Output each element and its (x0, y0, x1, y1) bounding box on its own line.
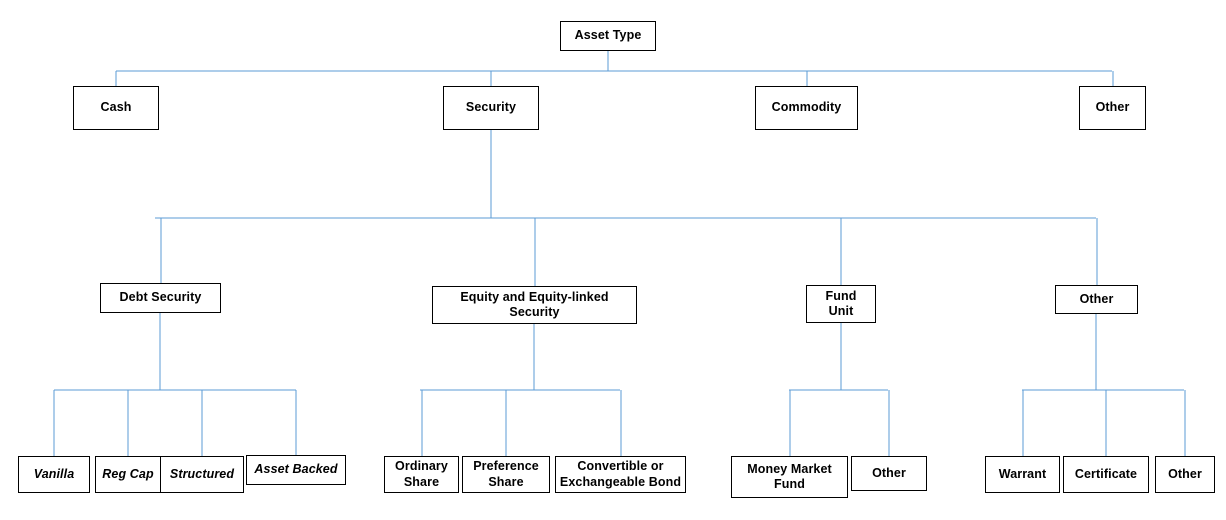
node-money-market-fund[interactable]: Money Market Fund (731, 456, 848, 498)
node-vanilla[interactable]: Vanilla (18, 456, 90, 493)
node-label: Asset Type (574, 28, 642, 43)
node-label: Preference Share (473, 459, 539, 489)
node-label: Debt Security (119, 290, 202, 305)
node-asset-backed[interactable]: Asset Backed (246, 455, 346, 485)
node-other-leaf[interactable]: Other (1155, 456, 1215, 493)
node-security[interactable]: Security (443, 86, 539, 130)
node-label: Vanilla (33, 466, 75, 481)
node-commodity[interactable]: Commodity (755, 86, 858, 130)
node-debt-security[interactable]: Debt Security (100, 283, 221, 313)
node-label: Fund Unit (825, 288, 857, 318)
node-label: Money Market Fund (747, 461, 832, 491)
node-label: Asset Backed (254, 462, 338, 477)
node-other-fund[interactable]: Other (851, 456, 927, 491)
node-reg-cap[interactable]: Reg Cap (95, 456, 161, 493)
node-label: Structured (169, 466, 235, 481)
node-fund-unit[interactable]: Fund Unit (806, 285, 876, 323)
node-label: Reg Cap (102, 466, 154, 481)
node-label: Commodity (771, 100, 842, 115)
node-label: Other (1079, 291, 1114, 306)
node-cash[interactable]: Cash (73, 86, 159, 130)
node-other-security[interactable]: Other (1055, 285, 1138, 314)
node-equity-and-equity-linked-security[interactable]: Equity and Equity-linked Security (432, 286, 637, 324)
node-label: Security (465, 100, 517, 115)
node-label: Equity and Equity-linked Security (460, 289, 609, 319)
node-warrant[interactable]: Warrant (985, 456, 1060, 493)
node-certificate[interactable]: Certificate (1063, 456, 1149, 493)
node-asset-type[interactable]: Asset Type (560, 21, 656, 51)
node-label: Convertible or Exchangeable Bond (559, 459, 682, 489)
node-structured[interactable]: Structured (160, 456, 244, 493)
node-preference-share[interactable]: Preference Share (462, 456, 550, 493)
node-label: Warrant (998, 466, 1047, 481)
node-convertible-or-exchangeable-bond[interactable]: Convertible or Exchangeable Bond (555, 456, 686, 493)
node-label: Certificate (1074, 466, 1138, 481)
node-other-top[interactable]: Other (1079, 86, 1146, 130)
node-label: Other (1168, 466, 1202, 481)
node-ordinary-share[interactable]: Ordinary Share (384, 456, 459, 493)
node-label: Ordinary Share (395, 459, 448, 489)
node-label: Other (1095, 100, 1130, 115)
node-label: Other (872, 465, 906, 480)
node-label: Cash (100, 100, 132, 115)
